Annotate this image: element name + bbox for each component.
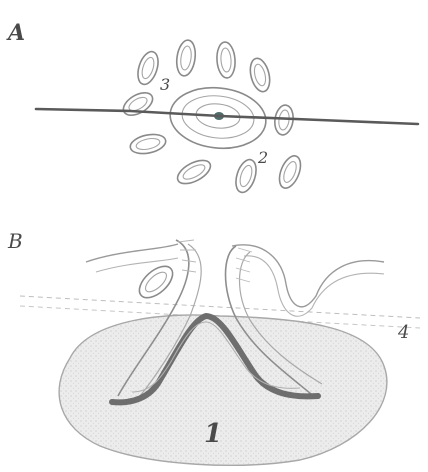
oval-cell bbox=[247, 56, 273, 93]
membrane-lines bbox=[86, 244, 384, 316]
oval-cell bbox=[134, 260, 178, 303]
callout-3: 3 bbox=[160, 75, 170, 94]
oval-cell bbox=[120, 88, 157, 120]
panel-a-label: A bbox=[6, 20, 25, 46]
panel-a: A bbox=[6, 20, 418, 195]
panel-b: B bbox=[7, 229, 420, 465]
oval-cell bbox=[134, 49, 162, 87]
panel-b-label: B bbox=[7, 229, 23, 253]
callout-2: 2 bbox=[257, 148, 268, 167]
oval-cell bbox=[275, 153, 304, 191]
cell-ring bbox=[120, 39, 305, 195]
oval-cell bbox=[216, 41, 236, 78]
callout-1: 1 bbox=[204, 419, 222, 449]
stippled-base bbox=[59, 315, 387, 465]
oval-cell bbox=[174, 156, 214, 189]
oval-cell bbox=[129, 131, 168, 156]
section-line bbox=[36, 109, 418, 124]
oval-cell bbox=[175, 39, 198, 77]
callout-4: 4 bbox=[397, 322, 409, 343]
oval-cell bbox=[232, 157, 260, 195]
